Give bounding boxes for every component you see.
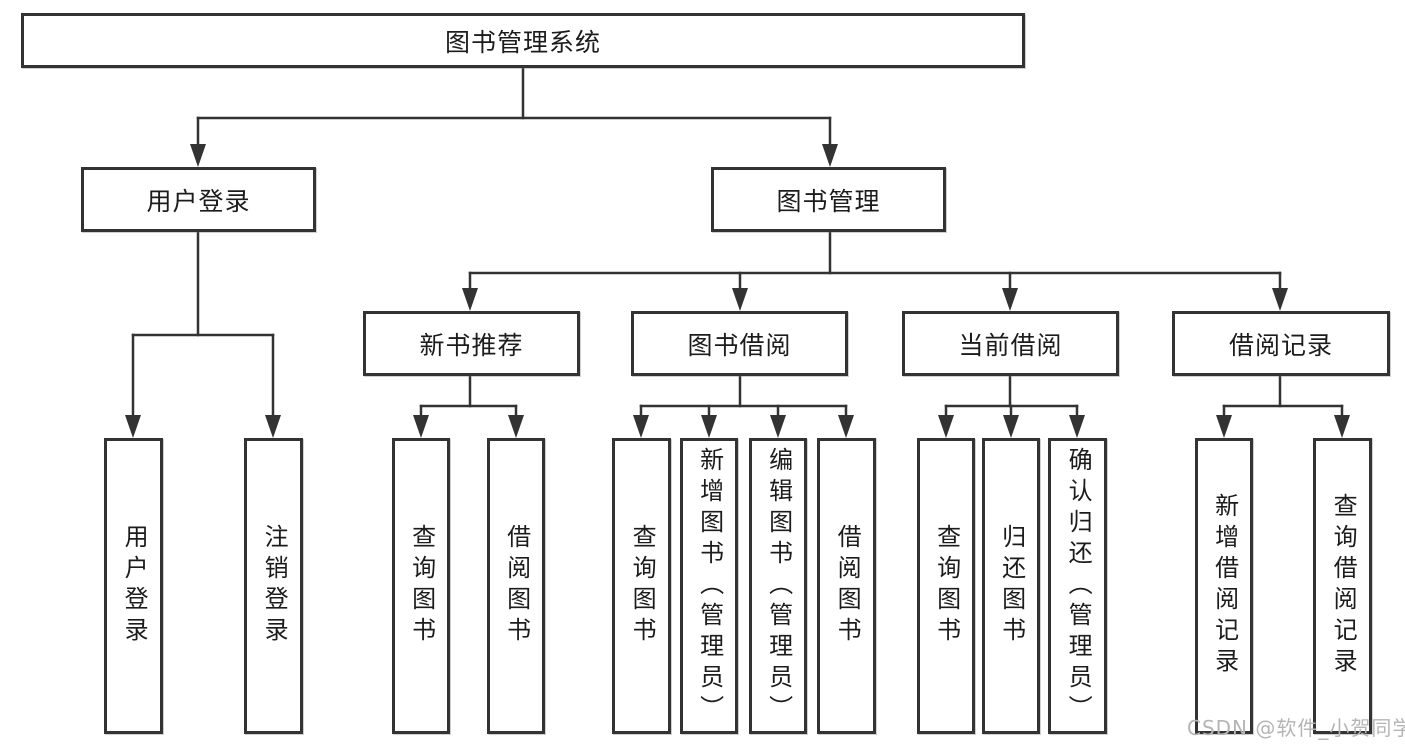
node-leaf-borrow-book-2: 借阅图书 <box>817 438 876 734</box>
node-leaf-query-book-2: 查询图书 <box>612 438 671 734</box>
node-new-book-recommend-label: 新书推荐 <box>419 330 524 360</box>
node-leaf-add-book-admin-label: 新增图书（管理员） <box>695 446 724 726</box>
node-leaf-borrow-book-1-label: 借阅图书 <box>502 524 531 648</box>
node-leaf-return-book: 归还图书 <box>982 438 1040 734</box>
node-current-borrow: 当前借阅 <box>902 311 1119 376</box>
node-leaf-add-borrow-record-label: 新增借阅记录 <box>1210 493 1239 679</box>
node-leaf-borrow-book-1: 借阅图书 <box>487 438 545 734</box>
node-leaf-query-book-3: 查询图书 <box>917 438 975 734</box>
node-book-borrow-label: 图书借阅 <box>687 330 792 360</box>
node-new-book-recommend: 新书推荐 <box>363 311 580 376</box>
node-leaf-logout-label: 注销登录 <box>260 524 289 648</box>
node-leaf-user-login: 用户登录 <box>104 438 163 734</box>
node-leaf-add-book-admin: 新增图书（管理员） <box>680 438 738 734</box>
node-leaf-query-book-1: 查询图书 <box>392 438 450 734</box>
node-borrow-record-label: 借阅记录 <box>1228 330 1333 360</box>
node-book-management-label: 图书管理 <box>776 186 881 216</box>
node-leaf-query-book-2-label: 查询图书 <box>628 524 657 648</box>
node-leaf-confirm-return-admin: 确认归还（管理员） <box>1048 438 1107 734</box>
node-root: 图书管理系统 <box>21 13 1025 68</box>
node-user-login-module: 用户登录 <box>81 167 316 232</box>
node-current-borrow-label: 当前借阅 <box>958 330 1063 360</box>
node-leaf-edit-book-admin-label: 编辑图书（管理员） <box>764 446 793 726</box>
node-leaf-query-book-3-label: 查询图书 <box>932 524 961 648</box>
node-leaf-borrow-book-2-label: 借阅图书 <box>833 524 862 648</box>
node-leaf-query-borrow-record-label: 查询借阅记录 <box>1329 493 1358 679</box>
node-book-management: 图书管理 <box>711 167 946 232</box>
node-root-label: 图书管理系统 <box>444 27 601 57</box>
node-user-login-module-label: 用户登录 <box>146 186 251 216</box>
node-leaf-logout: 注销登录 <box>244 438 303 734</box>
watermark: CSDN @软件_小贺同学 <box>1187 716 1405 740</box>
node-leaf-edit-book-admin: 编辑图书（管理员） <box>749 438 807 734</box>
node-leaf-user-login-label: 用户登录 <box>120 524 149 648</box>
node-borrow-record: 借阅记录 <box>1172 311 1390 376</box>
node-leaf-return-book-label: 归还图书 <box>997 524 1026 648</box>
node-book-borrow: 图书借阅 <box>631 311 848 376</box>
node-leaf-add-borrow-record: 新增借阅记录 <box>1195 438 1253 734</box>
node-leaf-query-borrow-record: 查询借阅记录 <box>1313 438 1372 734</box>
node-leaf-query-book-1-label: 查询图书 <box>407 524 436 648</box>
node-leaf-confirm-return-admin-label: 确认归还（管理员） <box>1064 446 1093 726</box>
